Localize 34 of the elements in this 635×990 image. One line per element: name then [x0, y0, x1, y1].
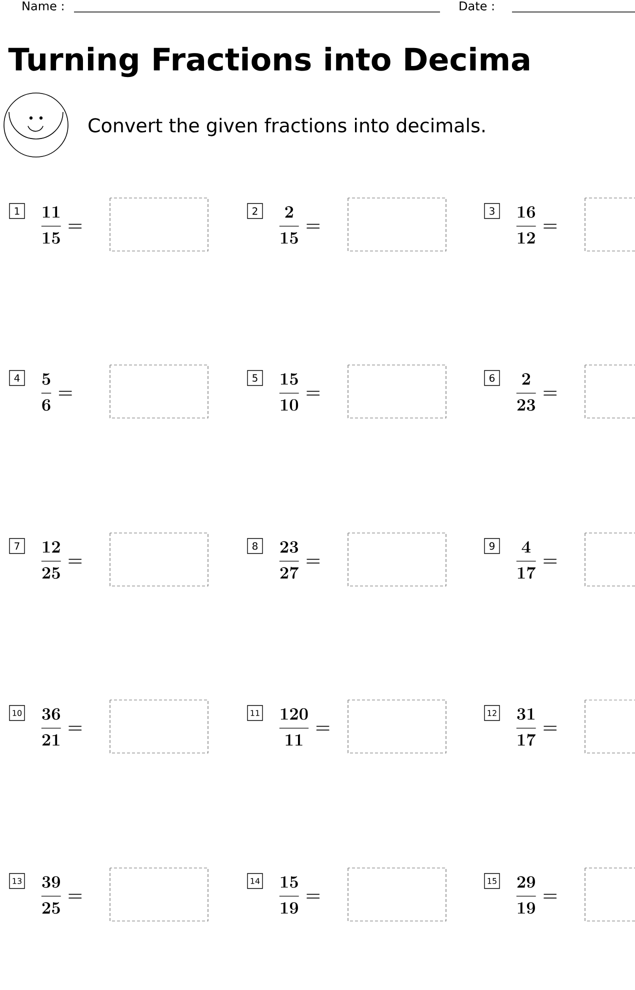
fraction: $\frac{120}{11} =$: [279, 708, 330, 746]
question-number: 7: [9, 538, 25, 554]
fraction: $\frac{15}{19} =$: [279, 876, 320, 914]
fraction: $\frac{31}{17} =$: [516, 708, 557, 746]
question-number: 5: [247, 370, 263, 386]
fraction: $\frac{15}{10} =$: [279, 373, 320, 411]
fraction: $\frac{5}{6} =$: [41, 373, 72, 411]
question-number: 8: [247, 538, 263, 554]
fraction: $\frac{36}{21} =$: [41, 708, 82, 746]
fraction: $\frac{29}{19} =$: [516, 876, 557, 914]
question-number: 11: [247, 705, 263, 721]
question-number: 13: [9, 873, 25, 889]
fraction: $\frac{2}{15} =$: [279, 206, 320, 244]
question-number: 6: [484, 370, 500, 386]
fraction: $\frac{39}{25} =$: [41, 876, 82, 914]
fraction: $\frac{2}{23} =$: [516, 373, 557, 411]
question-number: 9: [484, 538, 500, 554]
question-number: 1: [9, 203, 25, 219]
question-number: 15: [484, 873, 500, 889]
question-number: 3: [484, 203, 500, 219]
fraction: $\frac{16}{12} =$: [516, 206, 557, 244]
fraction: $\frac{11}{15} =$: [41, 206, 82, 244]
question-number: 12: [484, 705, 500, 721]
title: Turning Fractions into Decima: [8, 46, 530, 78]
date-label: Date :: [460, 2, 494, 10]
fraction: $\frac{23}{27} =$: [279, 541, 320, 579]
question-number: 2: [247, 203, 263, 219]
fraction: $\frac{4}{17} =$: [516, 541, 557, 579]
fraction: $\frac{12}{25} =$: [41, 541, 82, 579]
question-number: 14: [247, 873, 263, 889]
question-number: 10: [9, 705, 25, 721]
name-label: Name :: [22, 2, 64, 10]
instruction-text: Convert the given fractions into decimals.: [88, 118, 484, 136]
question-number: 4: [9, 370, 25, 386]
